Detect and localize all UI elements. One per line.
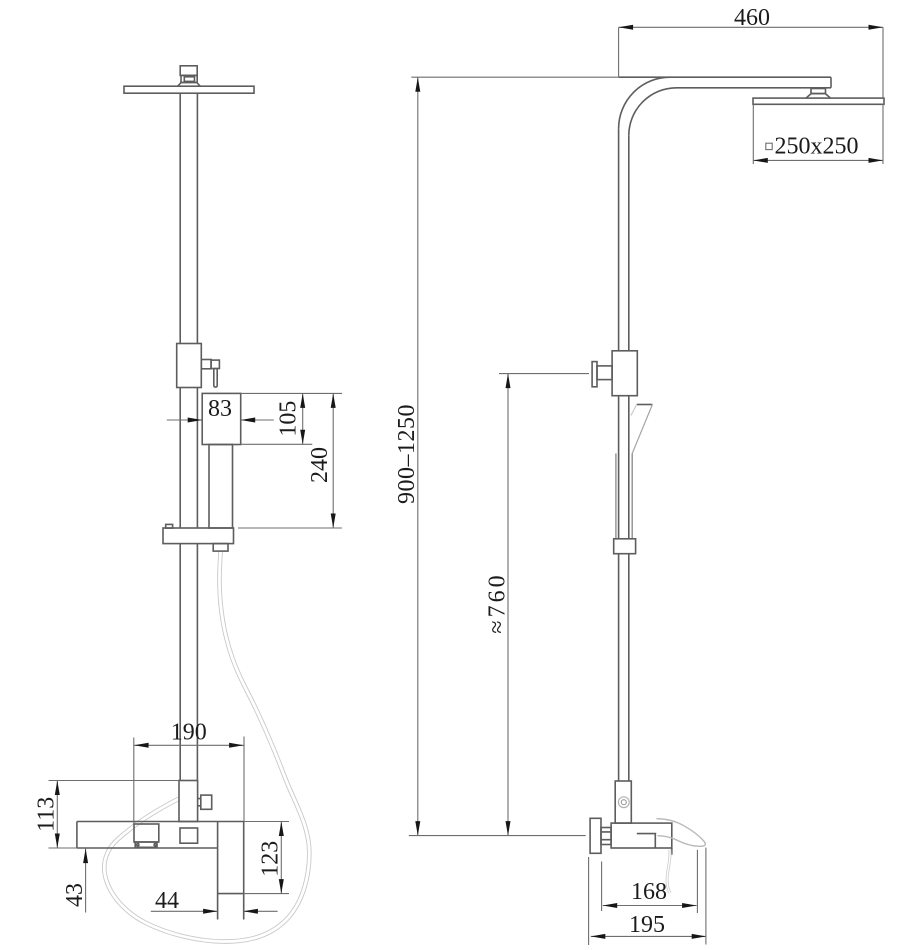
svg-text:43: 43 — [62, 883, 88, 907]
svg-text:250x250: 250x250 — [775, 133, 859, 159]
svg-text:113: 113 — [34, 797, 60, 832]
svg-text:83: 83 — [208, 396, 232, 422]
svg-text:900–1250: 900–1250 — [394, 404, 420, 504]
svg-text:240: 240 — [307, 447, 333, 483]
svg-text:195: 195 — [629, 912, 665, 938]
svg-text:44: 44 — [155, 888, 179, 914]
svg-text:123: 123 — [258, 841, 284, 877]
svg-text:460: 460 — [734, 5, 770, 31]
svg-text:168: 168 — [631, 879, 667, 905]
svg-text:105: 105 — [276, 401, 302, 437]
svg-text:≈760: ≈760 — [485, 572, 511, 633]
svg-text:190: 190 — [171, 720, 207, 746]
